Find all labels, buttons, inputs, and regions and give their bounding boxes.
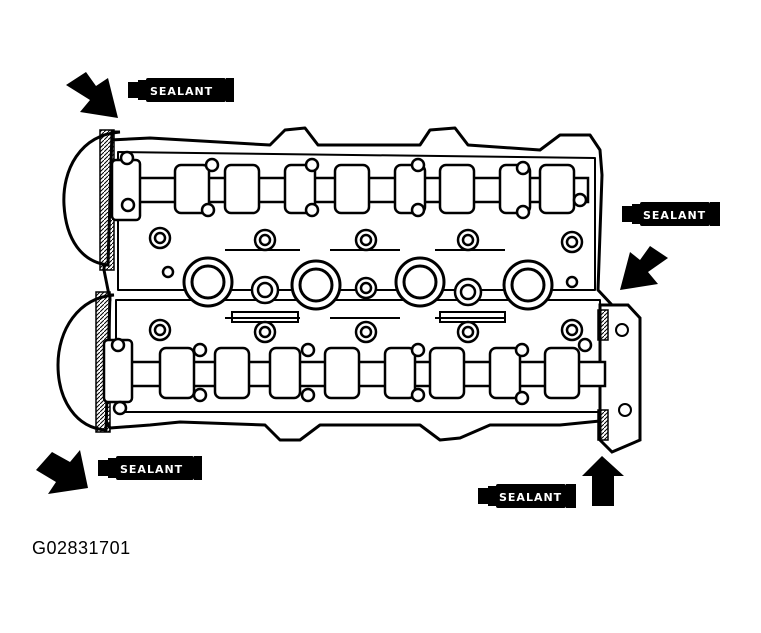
- sealant-label: SEALANT: [150, 85, 213, 98]
- upper-camshaft: [110, 158, 590, 222]
- arrow-icon: [620, 246, 668, 290]
- bearing-cap-bolts: [110, 150, 593, 416]
- sealant-callout-bottom-right: SEALANT: [478, 456, 624, 508]
- figure-code: G02831701: [32, 538, 131, 558]
- arrow-icon: [66, 72, 118, 118]
- sealant-tube-icon: SEALANT: [622, 202, 720, 226]
- sealant-tube-icon: SEALANT: [478, 484, 576, 508]
- arrow-icon: [582, 456, 624, 506]
- rear-end-cap: [597, 303, 642, 454]
- sealant-label: SEALANT: [643, 209, 706, 222]
- lower-camshaft: [102, 338, 607, 404]
- head-webbing: [225, 249, 506, 323]
- arrow-icon: [36, 450, 88, 494]
- sealant-tube-icon: SEALANT: [128, 78, 234, 102]
- spark-plug-wells: [182, 256, 554, 311]
- sealant-callout-right-upper: SEALANT: [620, 202, 720, 290]
- sealant-tube-icon: SEALANT: [98, 456, 202, 480]
- sealant-label: SEALANT: [499, 491, 562, 504]
- sealant-label: SEALANT: [120, 463, 183, 476]
- sealant-callout-top-left: SEALANT: [66, 72, 234, 118]
- sealant-callout-bottom-left: SEALANT: [36, 450, 202, 494]
- head-bolt-bosses: [148, 226, 584, 344]
